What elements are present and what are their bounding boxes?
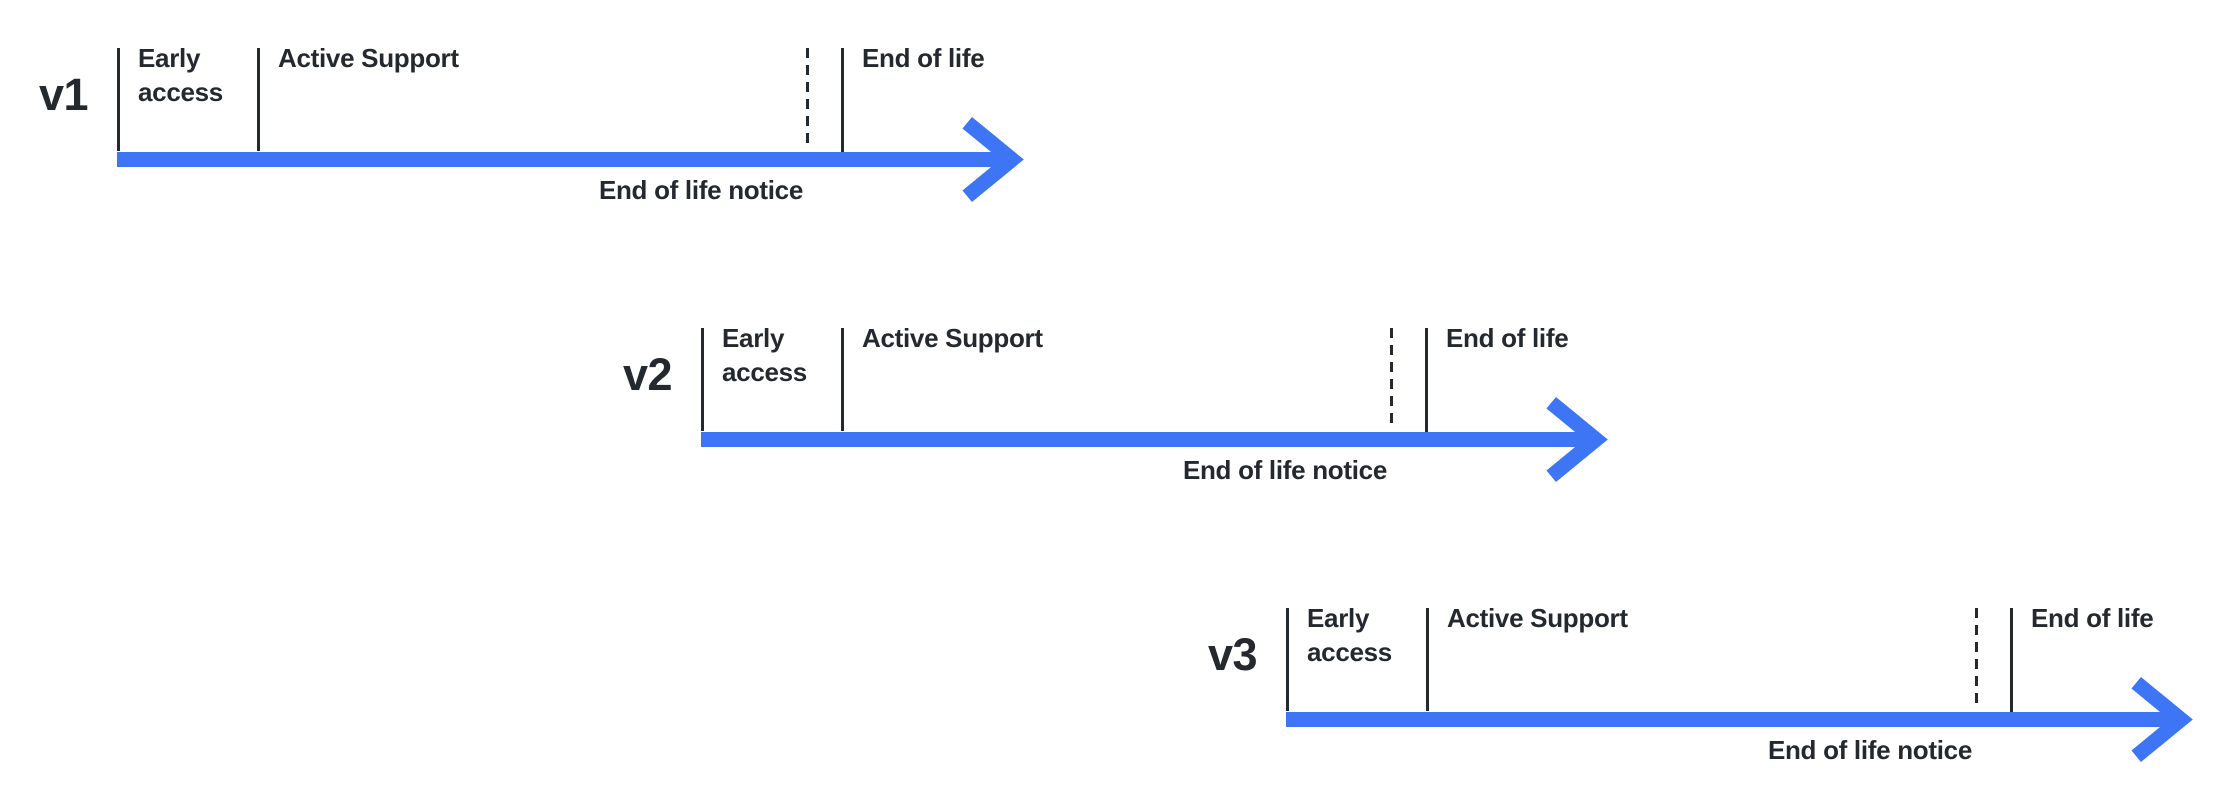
- active-support-label: Active Support: [278, 43, 459, 73]
- version-label: v3: [1207, 629, 1258, 680]
- arrow-head: [2131, 676, 2193, 763]
- early-access-label: Early access: [138, 43, 223, 107]
- version-label: v1: [38, 69, 89, 120]
- eol-notice-start-tick: [1975, 608, 1978, 708]
- active-support-start-tick: [257, 48, 260, 151]
- active-support-label: Active Support: [862, 323, 1043, 353]
- timeline-arrow: [117, 116, 1024, 203]
- timeline-v1: v1 Early access Active Support End of li…: [39, 43, 1024, 208]
- active-support-start-tick: [841, 328, 844, 431]
- early-access-start-tick: [701, 328, 704, 431]
- end-of-life-tick: [2010, 608, 2013, 712]
- end-of-life-notice-label: End of life notice: [1767, 735, 1972, 765]
- early-access-start-tick: [117, 48, 120, 151]
- end-of-life-label: End of life: [862, 43, 985, 73]
- active-support-label: Active Support: [1447, 603, 1628, 633]
- timeline-arrow: [701, 396, 1608, 483]
- eol-notice-start-tick: [1390, 328, 1393, 428]
- end-of-life-tick: [1425, 328, 1428, 432]
- eol-notice-start-tick: [806, 48, 809, 148]
- timeline-arrow: [1286, 676, 2193, 763]
- end-of-life-notice-label: End of life notice: [598, 175, 803, 205]
- end-of-life-label: End of life: [2031, 603, 2154, 633]
- active-support-start-tick: [1426, 608, 1429, 711]
- early-access-start-tick: [1286, 608, 1289, 711]
- timeline-v3: v3 Early access Active Support End of li…: [1208, 603, 2193, 768]
- end-of-life-label: End of life: [1446, 323, 1569, 353]
- arrow-head: [1546, 396, 1608, 483]
- end-of-life-tick: [841, 48, 844, 152]
- early-access-label: Early access: [1307, 603, 1392, 667]
- end-of-life-notice-label: End of life notice: [1182, 455, 1387, 485]
- version-label: v2: [622, 349, 673, 400]
- timeline-v2: v2 Early access Active Support End of li…: [623, 323, 1608, 488]
- arrow-head: [962, 116, 1024, 203]
- early-access-label: Early access: [722, 323, 807, 387]
